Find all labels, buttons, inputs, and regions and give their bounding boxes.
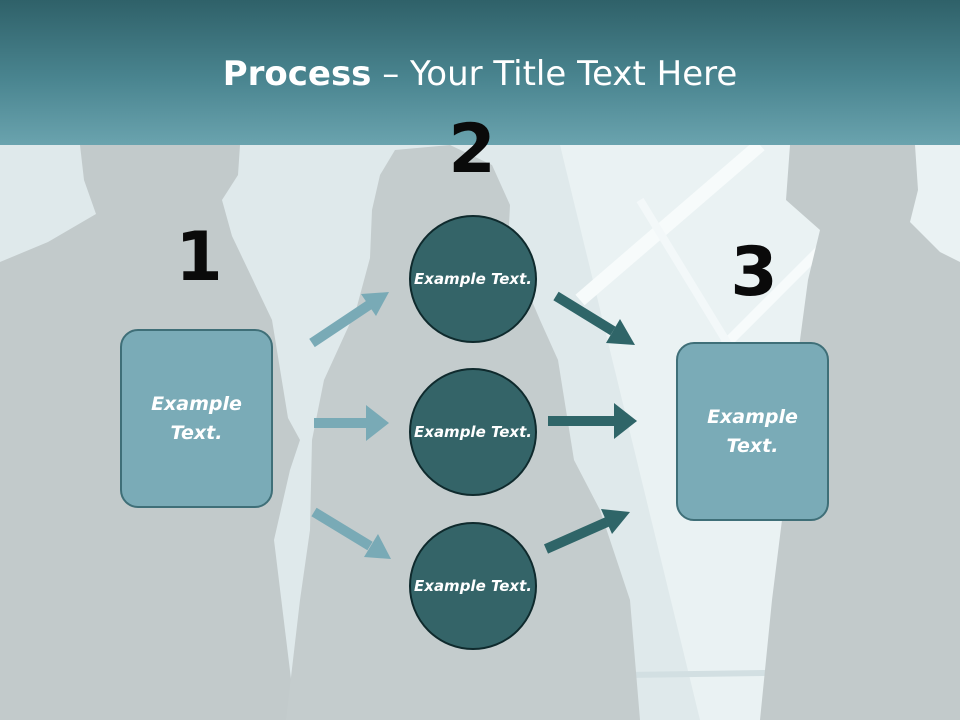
circle-step-3-text: Example Text. bbox=[414, 576, 532, 595]
arrow-left-to-middle[interactable] bbox=[314, 405, 389, 441]
arrow-left-to-top[interactable] bbox=[309, 292, 389, 348]
right-step-box[interactable]: Example Text. bbox=[676, 342, 829, 521]
title-bold-part: Process bbox=[222, 54, 372, 94]
circle-step-2-text: Example Text. bbox=[414, 422, 532, 441]
circle-step-1-text: Example Text. bbox=[414, 269, 532, 288]
circle-step-1[interactable]: Example Text. bbox=[409, 215, 537, 343]
arrow-top-to-right[interactable] bbox=[553, 291, 635, 345]
slide-title[interactable]: Process – Your Title Text Here bbox=[0, 52, 960, 96]
step-number-3[interactable]: 3 bbox=[730, 233, 778, 312]
arrow-bottom-to-right[interactable] bbox=[543, 509, 630, 554]
left-step-box-text: Example Text. bbox=[151, 392, 242, 444]
circle-step-3[interactable]: Example Text. bbox=[409, 522, 537, 650]
right-step-box-text: Example Text. bbox=[707, 405, 798, 457]
step-number-2[interactable]: 2 bbox=[448, 110, 496, 189]
circle-step-2[interactable]: Example Text. bbox=[409, 368, 537, 496]
title-bar: Process – Your Title Text Here bbox=[0, 0, 960, 145]
left-step-box[interactable]: Example Text. bbox=[120, 329, 273, 508]
arrow-middle-to-right[interactable] bbox=[548, 403, 637, 439]
step-number-1[interactable]: 1 bbox=[175, 218, 223, 297]
title-rest-part: – Your Title Text Here bbox=[371, 54, 738, 94]
arrow-left-to-bottom[interactable] bbox=[311, 507, 391, 559]
